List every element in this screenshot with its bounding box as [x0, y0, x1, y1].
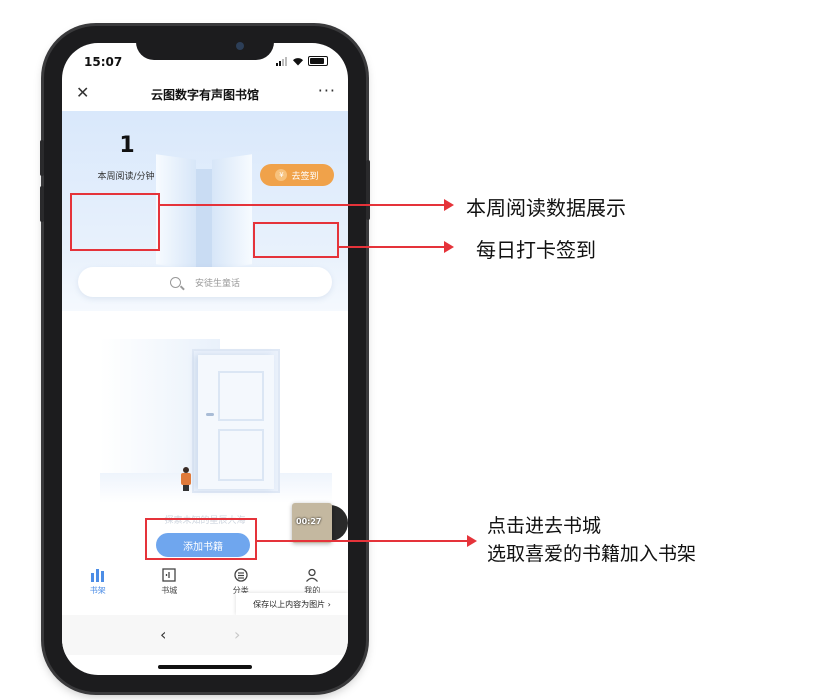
save-as-image-tip[interactable]: 保存以上内容为图片 ›: [236, 593, 348, 615]
signal-icon: [276, 56, 288, 66]
tab-profile[interactable]: 我的: [282, 563, 342, 596]
person-illustration: [183, 485, 189, 491]
door-illustration: [218, 371, 264, 421]
wifi-icon: [293, 57, 303, 65]
tab-label: 分类: [232, 586, 249, 595]
tab-label: 书城: [161, 586, 178, 595]
bookstore-icon: [139, 567, 199, 583]
coin-icon: ¥: [275, 169, 288, 181]
browser-toolbar: ‹ ›: [62, 615, 348, 655]
annotation-arrow: [339, 246, 444, 248]
back-arrow-icon[interactable]: ‹: [160, 625, 167, 644]
search-placeholder: 安徒生童话: [194, 278, 240, 289]
add-book-button[interactable]: 添加书籍: [156, 533, 250, 557]
category-icon: [211, 567, 271, 583]
close-icon[interactable]: ✕: [76, 83, 90, 102]
tab-bookshelf[interactable]: 书架: [68, 563, 128, 596]
annotation-arrow: [444, 241, 454, 253]
volume-button: [40, 140, 44, 176]
phone-notch: [136, 34, 274, 60]
annotation-arrow: [160, 204, 444, 206]
forward-arrow-icon[interactable]: ›: [234, 625, 241, 644]
camera-icon: [236, 42, 244, 50]
status-bar: 15:07: [62, 43, 348, 77]
tab-bookstore[interactable]: 书城: [139, 563, 199, 596]
annotation-arrow: [467, 535, 477, 547]
album-cover: [292, 503, 332, 543]
annotation-checkin: 每日打卡签到: [476, 238, 596, 262]
home-indicator: [158, 665, 252, 669]
person-illustration: [183, 467, 189, 473]
annotation-bookstore-line2: 选取喜爱的书籍加入书架: [487, 543, 697, 565]
door-illustration: [198, 355, 274, 489]
annotation-arrow: [444, 199, 454, 211]
highlight-weekly-reading: [70, 193, 160, 251]
annotation-arrow: [257, 540, 467, 542]
profile-icon: [282, 567, 342, 583]
checkin-label: 去签到: [291, 171, 319, 182]
weekly-reading-label: 本周阅读/分钟: [97, 172, 155, 182]
door-illustration: [206, 413, 214, 416]
phone-screen: 15:07 ✕ 云图数字有声图书馆 ··· 1 本周阅读/分钟 ¥ 去签到 安徒…: [62, 43, 348, 675]
door-illustration: [218, 429, 264, 481]
weekly-reading-minutes: 1: [119, 133, 135, 158]
annotation-bookstore-line1: 点击进去书城: [487, 515, 602, 537]
status-icons: [276, 56, 328, 66]
annotation-weekly-reading: 本周阅读数据展示: [466, 196, 626, 220]
status-time: 15:07: [84, 55, 123, 69]
search-icon: [169, 276, 181, 288]
mini-player[interactable]: 00:27: [292, 503, 348, 543]
playback-time: 00:27: [296, 517, 322, 526]
bookshelf-icon: [68, 567, 128, 583]
tab-category[interactable]: 分类: [211, 563, 271, 596]
highlight-add-book: [145, 518, 257, 560]
tab-label: 我的: [304, 586, 321, 595]
person-illustration: [181, 473, 191, 485]
nav-bar: ✕ 云图数字有声图书馆 ···: [62, 77, 348, 111]
page-title: 云图数字有声图书馆: [150, 88, 259, 102]
power-button: [366, 160, 370, 220]
more-icon[interactable]: ···: [317, 81, 336, 100]
open-book-illustration: [212, 154, 252, 270]
battery-icon: [308, 56, 328, 66]
volume-button: [40, 186, 44, 222]
empty-state-tip: 探索未知的星辰大海: [164, 516, 246, 526]
open-book-illustration: [196, 169, 212, 269]
search-input[interactable]: 安徒生童话: [78, 267, 332, 297]
highlight-checkin: [253, 222, 339, 258]
tab-label: 书架: [89, 586, 106, 595]
checkin-button[interactable]: ¥ 去签到: [260, 164, 334, 186]
